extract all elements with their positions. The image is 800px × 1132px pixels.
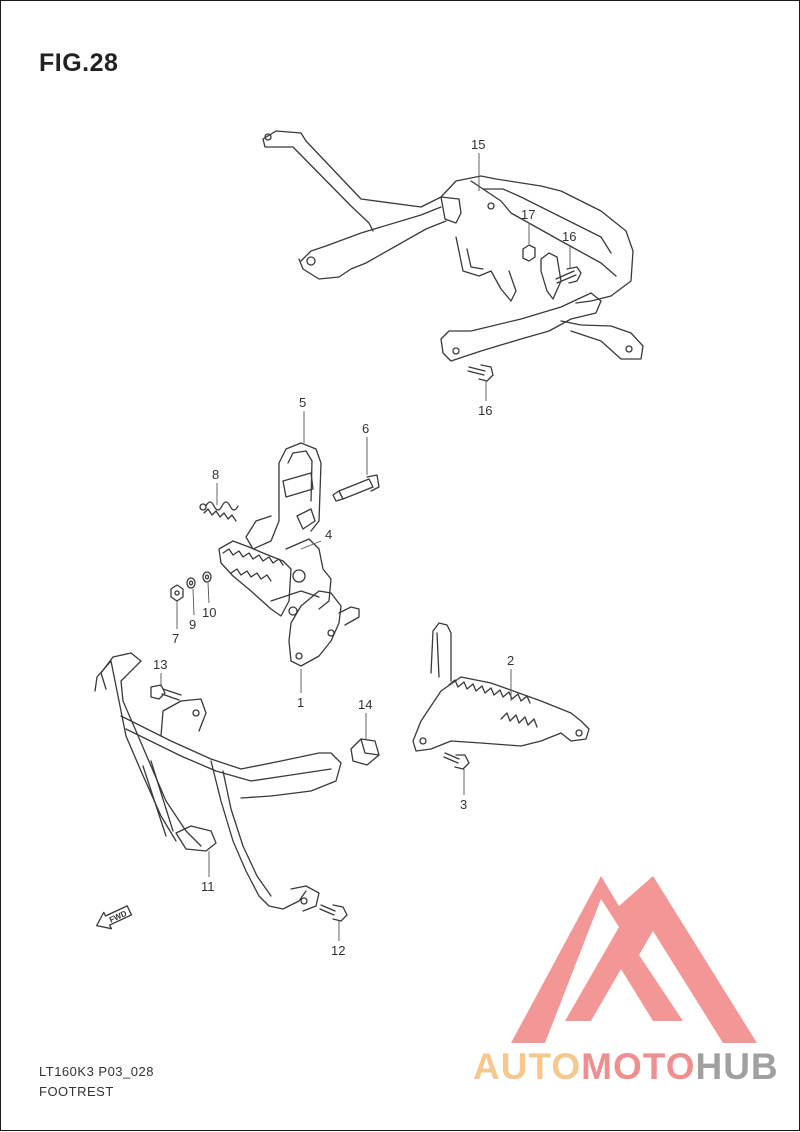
callout-9: 9 [189, 617, 196, 632]
forward-arrow-icon: FWD [96, 905, 133, 930]
part-7-nut[interactable] [170, 584, 184, 602]
callout-14: 14 [358, 697, 372, 712]
callout-8: 8 [212, 467, 219, 482]
callout-1: 1 [297, 695, 304, 710]
part-13-bolt[interactable] [150, 684, 182, 701]
part-15-bracket[interactable] [262, 130, 644, 362]
fwd-label: FWD [108, 909, 129, 925]
watermark-brand-moto: MOTO [581, 1046, 695, 1086]
callout-13: 13 [153, 657, 167, 672]
figure-title: FIG.28 [39, 49, 119, 77]
watermark-brand-hub: HUB [695, 1046, 778, 1086]
part-10-washer[interactable] [202, 571, 212, 583]
watermark-brand-auto: AUTO [473, 1046, 581, 1086]
part-16-bolt-upper[interactable] [555, 266, 582, 284]
part-16-bolt-lower[interactable] [467, 364, 494, 382]
callout-7: 7 [172, 631, 179, 646]
part-11-guard-frame[interactable] [94, 652, 342, 912]
leader-lines [160, 153, 571, 941]
callout-16-upper: 16 [562, 229, 576, 244]
part-12-bolt[interactable] [319, 904, 348, 922]
watermark-logo: AUTOMOTOHUB [473, 876, 779, 1086]
callout-4: 4 [325, 527, 332, 542]
part-3-bolt[interactable] [443, 752, 470, 770]
callout-15: 15 [471, 137, 485, 152]
part-2-footrest-peg[interactable] [412, 622, 590, 752]
callout-10: 10 [202, 605, 216, 620]
part-4-footrest-plate[interactable] [218, 538, 332, 617]
part-17-nut[interactable] [522, 244, 536, 262]
callout-17: 17 [521, 207, 535, 222]
callout-5: 5 [299, 395, 306, 410]
part-5-footrest-stay[interactable] [245, 442, 322, 550]
callout-2: 2 [507, 653, 514, 668]
callout-3: 3 [460, 797, 467, 812]
svg-text:AUTOMOTOHUB: AUTOMOTOHUB [473, 1046, 779, 1086]
part-1-bracket-plate[interactable] [288, 590, 360, 667]
watermark-triangle-shape [511, 876, 757, 1043]
model-code: LT160K3 P03_028 [39, 1064, 154, 1079]
callout-16-lower: 16 [478, 403, 492, 418]
callout-6: 6 [362, 421, 369, 436]
part-6-pin[interactable] [332, 474, 380, 502]
callout-12: 12 [331, 943, 345, 958]
part-14-cap[interactable] [350, 738, 380, 766]
part-9-washer[interactable] [186, 577, 196, 589]
part-8-spring[interactable] [199, 501, 239, 522]
callout-11: 11 [201, 879, 215, 894]
section-name: FOOTREST [39, 1084, 114, 1099]
